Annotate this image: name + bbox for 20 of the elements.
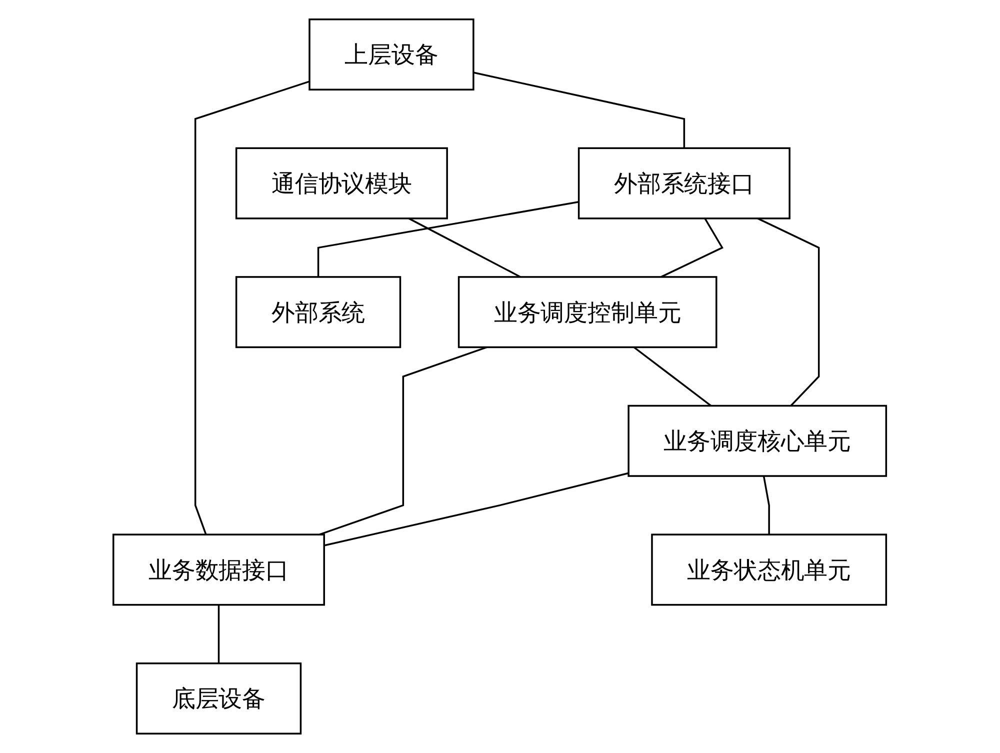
node-box: 底层设备	[136, 662, 302, 734]
node-box: 业务调度核心单元	[628, 404, 888, 477]
connector	[408, 218, 522, 278]
node-box: 通信协议模块	[236, 147, 448, 220]
node-box: 业务调度控制单元	[458, 276, 718, 348]
connector	[763, 476, 770, 535]
connector	[634, 346, 712, 406]
connector	[319, 346, 488, 536]
connector	[194, 80, 310, 535]
connector	[318, 200, 580, 277]
connector	[324, 472, 630, 546]
node-box: 上层设备	[308, 18, 475, 90]
connector	[218, 604, 220, 664]
node-box: 业务状态机单元	[651, 534, 888, 606]
node-box: 外部系统	[236, 276, 402, 348]
connector	[660, 218, 724, 278]
connector	[757, 218, 820, 406]
node-box: 业务数据接口	[112, 534, 326, 606]
connector	[473, 72, 686, 148]
node-box: 外部系统接口	[578, 147, 791, 220]
